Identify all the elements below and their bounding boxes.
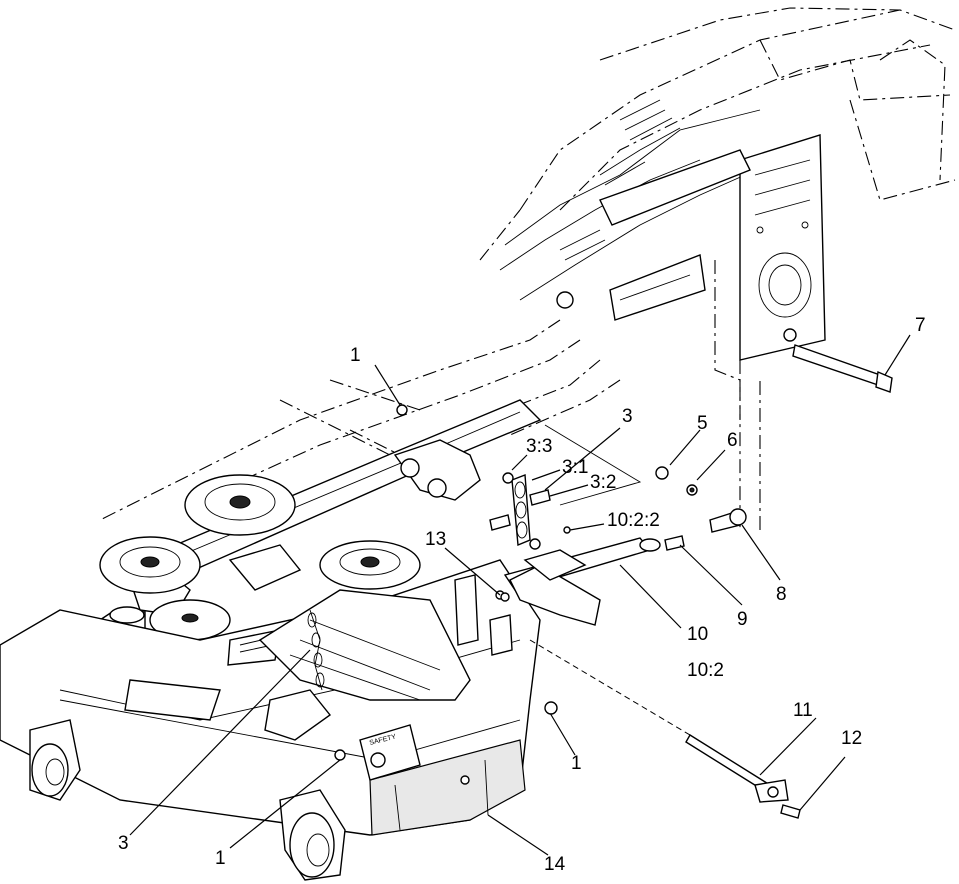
leader-lines <box>129 334 911 856</box>
callout-14: 14 <box>544 854 566 875</box>
callout-1-top: 1 <box>350 345 361 366</box>
callout-7: 7 <box>915 315 926 336</box>
callout-1-right: 1 <box>571 753 582 774</box>
tractor-frame <box>479 7 956 530</box>
callout-11: 11 <box>793 700 813 721</box>
callout-10: 10 <box>687 624 708 645</box>
callout-9: 9 <box>737 609 748 630</box>
callout-10-2: 10:2 <box>687 660 724 681</box>
lift-rod-assembly <box>500 466 747 626</box>
deck-pulleys <box>99 474 421 641</box>
callout-labels: 1 1 1 3 3 3:3 3:1 3:2 5 6 7 8 9 10 10:2 … <box>118 315 926 875</box>
callout-5: 5 <box>697 413 708 434</box>
rod-11 <box>529 639 801 819</box>
hex-nuts <box>396 404 558 715</box>
bolt-7 <box>792 344 893 393</box>
callout-10-2-2: 10:2:2 <box>607 510 660 531</box>
callout-8: 8 <box>776 584 787 605</box>
callout-3-3: 3:3 <box>526 436 552 457</box>
callout-3-bottom: 3 <box>118 833 129 854</box>
hardware-chain-assembly <box>489 472 571 550</box>
callout-6: 6 <box>727 430 738 451</box>
callout-3-1: 3:1 <box>562 457 588 478</box>
callout-12: 12 <box>841 728 862 749</box>
callout-3-2: 3:2 <box>590 472 616 493</box>
callout-13: 13 <box>425 529 446 550</box>
callout-1-bottom: 1 <box>215 848 226 869</box>
callout-3-top: 3 <box>622 406 633 427</box>
mower-deck <box>0 559 541 881</box>
